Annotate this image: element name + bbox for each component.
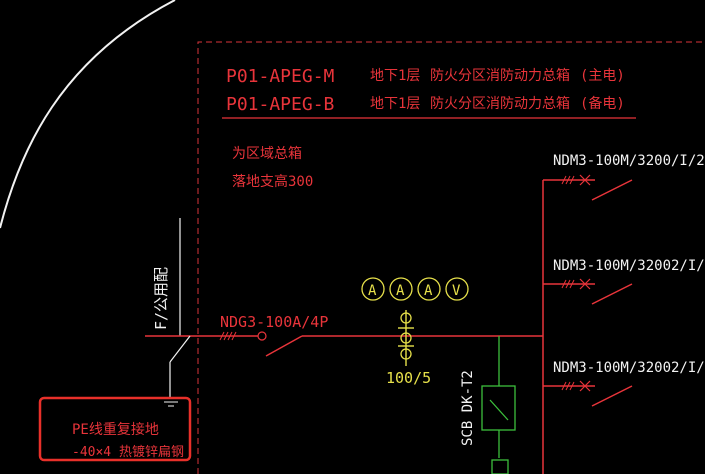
boundary-curve bbox=[0, 0, 176, 229]
incoming-breaker-label: NDG3-100A/4P bbox=[220, 313, 328, 331]
spd-label: SCB DK-T2 bbox=[460, 370, 476, 446]
pe-note-line-1: PE线重复接地 bbox=[72, 421, 159, 438]
incoming-label: F/公用配 bbox=[152, 267, 170, 330]
surge-protector[interactable] bbox=[481, 336, 516, 474]
outgoing-circuit-3[interactable]: NDM3-100M/32002/I/50A bbox=[543, 360, 705, 407]
backup-panel-code: P01-APEG-B bbox=[226, 94, 334, 115]
panel-title-block: P01-APEG-M 地下1层 防火分区消防动力总箱 (主电) P01-APEG… bbox=[222, 66, 636, 119]
pe-note-selection[interactable]: PE线重复接地 -40×4 热镀锌扁钢 bbox=[38, 396, 192, 462]
backup-panel-tag: (备电) bbox=[580, 95, 625, 112]
breaker-contact-icon bbox=[257, 331, 267, 341]
backup-panel-desc: 防火分区消防动力总箱 bbox=[430, 96, 570, 112]
breaker-switch-blade bbox=[265, 335, 303, 357]
main-panel-tag: (主电) bbox=[580, 68, 625, 84]
outgoing-circuit-1[interactable]: NDM3-100M/3200/I/25A bbox=[543, 153, 705, 201]
main-panel-floor: 地下1层 bbox=[370, 68, 420, 84]
main-panel-code: P01-APEG-M bbox=[226, 66, 335, 87]
svg-text:A: A bbox=[424, 283, 433, 299]
outgoing-circuit-2[interactable]: NDM3-100M/32002/I/50A bbox=[543, 258, 705, 305]
meter-voltmeter[interactable]: V bbox=[445, 277, 469, 301]
current-transformer-icon bbox=[398, 310, 414, 366]
meter-ammeter-1[interactable]: A bbox=[361, 277, 385, 301]
pe-note-line-2: -40×4 热镀锌扁钢 bbox=[72, 444, 184, 460]
svg-text:A: A bbox=[396, 283, 405, 299]
meter-group: A A A V bbox=[361, 277, 469, 301]
svg-text:V: V bbox=[452, 283, 461, 299]
selection-highlight-box bbox=[38, 396, 192, 462]
main-panel-desc: 防火分区消防动力总箱 bbox=[430, 68, 570, 84]
outgoing-label-3: NDM3-100M/32002/I/50A bbox=[553, 360, 705, 376]
meter-ammeter-3[interactable]: A bbox=[417, 277, 441, 301]
outgoing-label-1: NDM3-100M/3200/I/25A bbox=[553, 153, 705, 169]
pe-diagonal bbox=[169, 335, 191, 363]
svg-text:A: A bbox=[368, 283, 377, 299]
outgoing-label-2: NDM3-100M/32002/I/50A bbox=[553, 258, 705, 274]
note-line-2: 落地支高300 bbox=[232, 173, 313, 190]
note-line-1: 为区域总箱 bbox=[232, 146, 302, 162]
meter-ammeter-2[interactable]: A bbox=[389, 277, 413, 301]
ct-ratio-label: 100/5 bbox=[386, 369, 431, 387]
backup-panel-floor: 地下1层 bbox=[370, 96, 420, 112]
panel-enclosure-dashed bbox=[197, 41, 705, 474]
wire-tick-marks bbox=[219, 331, 237, 341]
